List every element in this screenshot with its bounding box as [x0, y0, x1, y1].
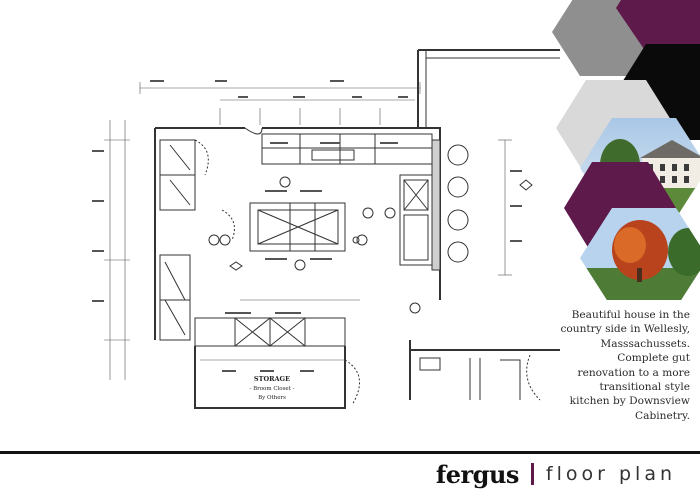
floor-plan-drawing: STORAGE - Broom Closet - By Others [92, 49, 560, 409]
footer: fergus floor plan [436, 457, 676, 491]
hexagon-collage [548, 0, 700, 300]
storage-sub2: By Others [258, 395, 286, 401]
footer-divider [0, 451, 700, 454]
page-subtitle: floor plan [545, 463, 676, 485]
storage-sub1: - Broom Closet - [249, 386, 294, 392]
storage-title: STORAGE [254, 375, 290, 383]
project-description: Beautiful house in the country side in W… [560, 309, 690, 422]
footer-separator [530, 463, 534, 485]
brand-logo-text: fergus [435, 459, 519, 489]
purple-hexagon-top [616, 0, 700, 52]
